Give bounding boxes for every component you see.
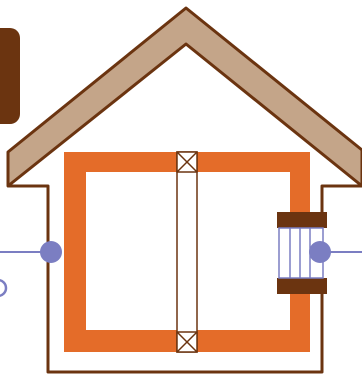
house-outline bbox=[8, 184, 362, 374]
left-hole-icon bbox=[0, 278, 8, 298]
center-stud bbox=[176, 151, 198, 353]
stud-top-cross-b bbox=[176, 151, 198, 173]
right-connector-dot-icon bbox=[309, 241, 331, 263]
left-tab bbox=[0, 28, 20, 124]
stud-bottom-cross-b bbox=[176, 331, 198, 353]
left-connector-dot-icon bbox=[40, 241, 62, 263]
insulation-frame bbox=[64, 152, 310, 352]
